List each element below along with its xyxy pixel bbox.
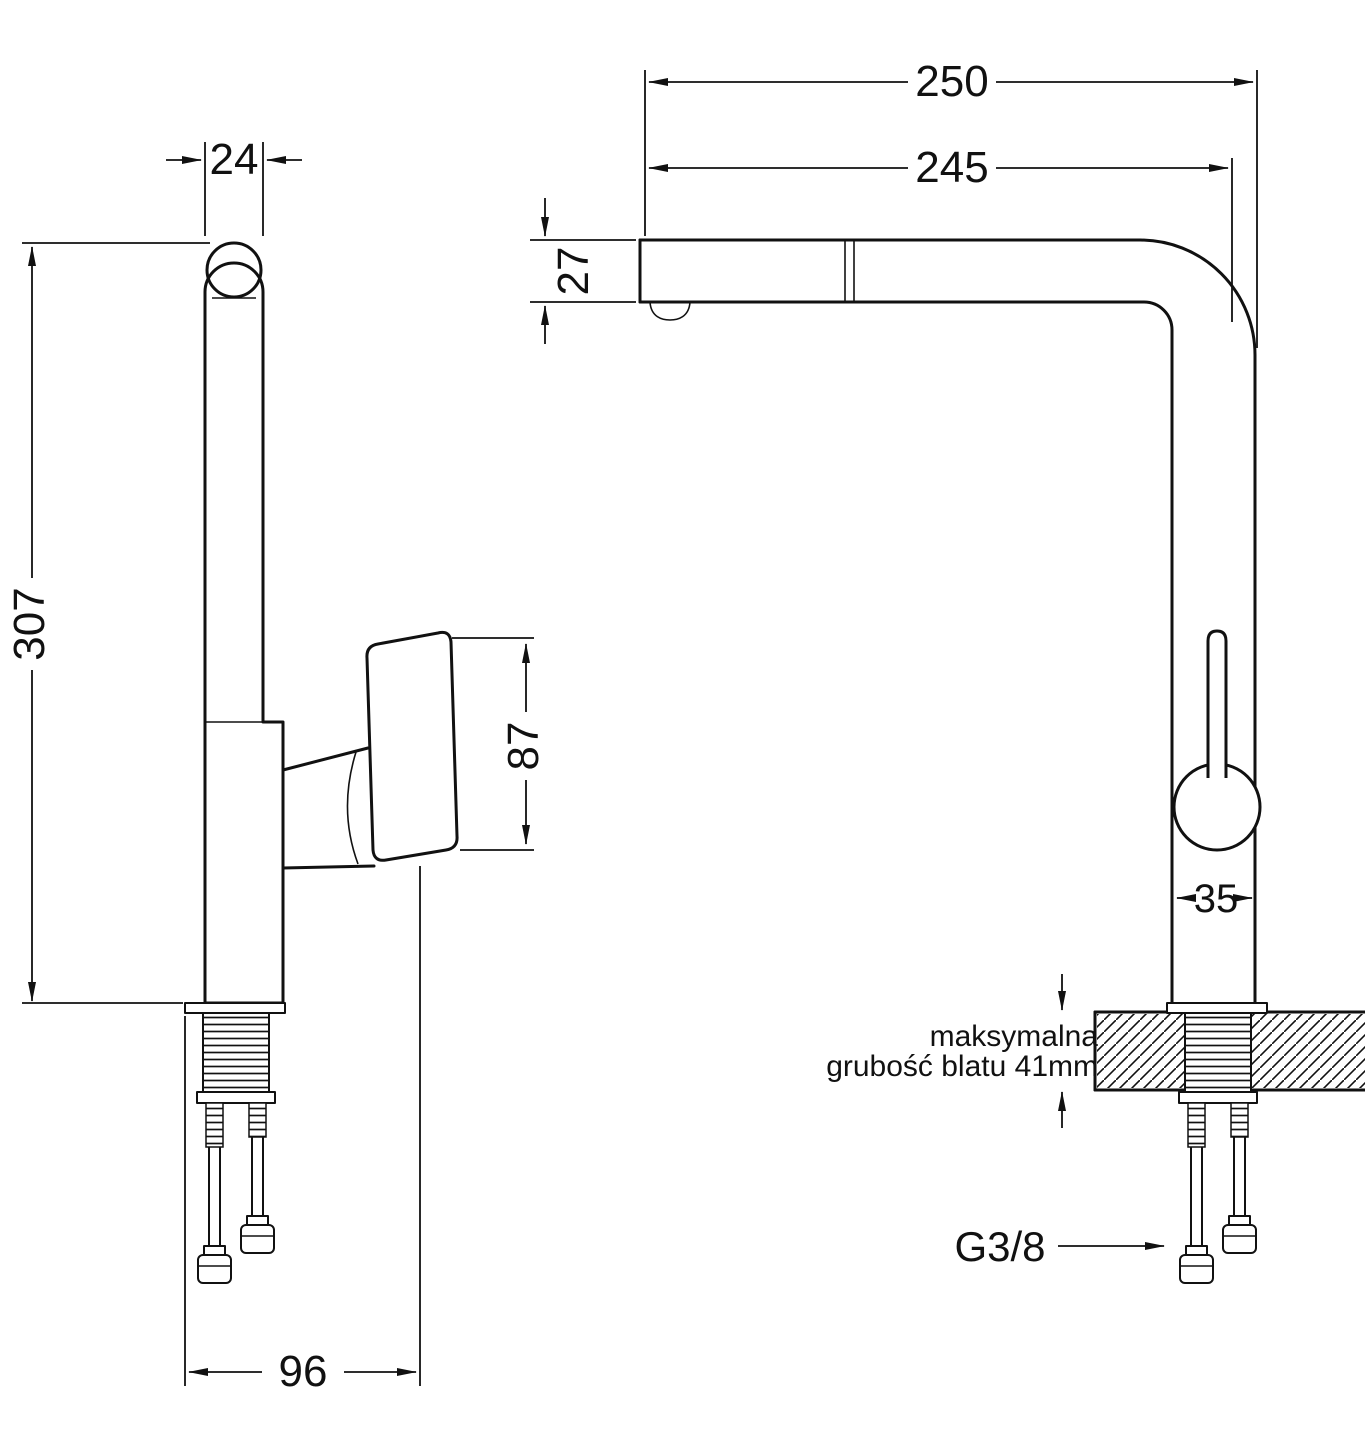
dim-label-24: 24 xyxy=(210,135,259,184)
dim-label-307: 307 xyxy=(5,587,54,660)
handle-lever xyxy=(1206,629,1228,778)
dimension-spout-reach: 245 xyxy=(648,143,1233,322)
handle-plate xyxy=(365,630,459,862)
spout-ball-end xyxy=(205,241,263,299)
dim-label-27: 27 xyxy=(549,247,598,296)
faucet-column xyxy=(203,261,285,1005)
handle-cone-bottom xyxy=(281,864,376,870)
mounting-stud-left xyxy=(205,1102,224,1148)
thread-size-label: G3/8 xyxy=(954,1223,1045,1270)
faucet-body-front xyxy=(638,238,1262,1005)
dimension-total-height: 307 xyxy=(5,242,210,1004)
aerator xyxy=(649,301,691,321)
dimension-handle-height: 87 xyxy=(452,637,548,851)
handle-joint-arc xyxy=(346,751,359,865)
side-view: 24 307 xyxy=(5,135,548,1396)
mounting-stud-right xyxy=(248,1102,267,1138)
countertop-hatch-left xyxy=(1097,1014,1184,1088)
countertop-note-line1: maksymalna xyxy=(930,1020,1099,1053)
dimension-spout-height: 27 xyxy=(530,198,636,344)
hose-fitting-left xyxy=(197,1254,232,1284)
dim-label-87: 87 xyxy=(499,722,548,771)
spout-outer-profile xyxy=(638,238,1257,1005)
front-view: 250 245 27 xyxy=(530,57,1365,1284)
thread-size-callout: G3/8 xyxy=(954,1223,1165,1270)
dimension-pipe-width: 24 xyxy=(166,135,302,236)
base-flange xyxy=(184,1002,286,1014)
dim-label-245: 245 xyxy=(915,143,988,192)
dim-label-250: 250 xyxy=(915,57,988,106)
lock-nut xyxy=(196,1091,276,1104)
dimension-base-depth: 96 xyxy=(184,866,421,1396)
dimension-body-diameter: 35 xyxy=(1176,877,1253,921)
countertop-section: maksymalna grubość blatu 41mm xyxy=(826,974,1365,1128)
mounting-hardware xyxy=(184,1002,286,1284)
spout-inner-profile xyxy=(638,300,1174,1005)
handle-cone-top xyxy=(281,746,370,772)
dimension-total-reach: 250 xyxy=(644,57,1258,348)
threaded-shank xyxy=(202,1012,270,1093)
countertop-hatch-right xyxy=(1251,1014,1365,1088)
hose-fitting-right xyxy=(240,1224,275,1254)
faucet-body-side xyxy=(203,241,459,1005)
dim-label-35: 35 xyxy=(1194,877,1239,921)
dim-label-96: 96 xyxy=(279,1347,328,1396)
countertop-note-line2: grubość blatu 41mm xyxy=(826,1050,1098,1083)
